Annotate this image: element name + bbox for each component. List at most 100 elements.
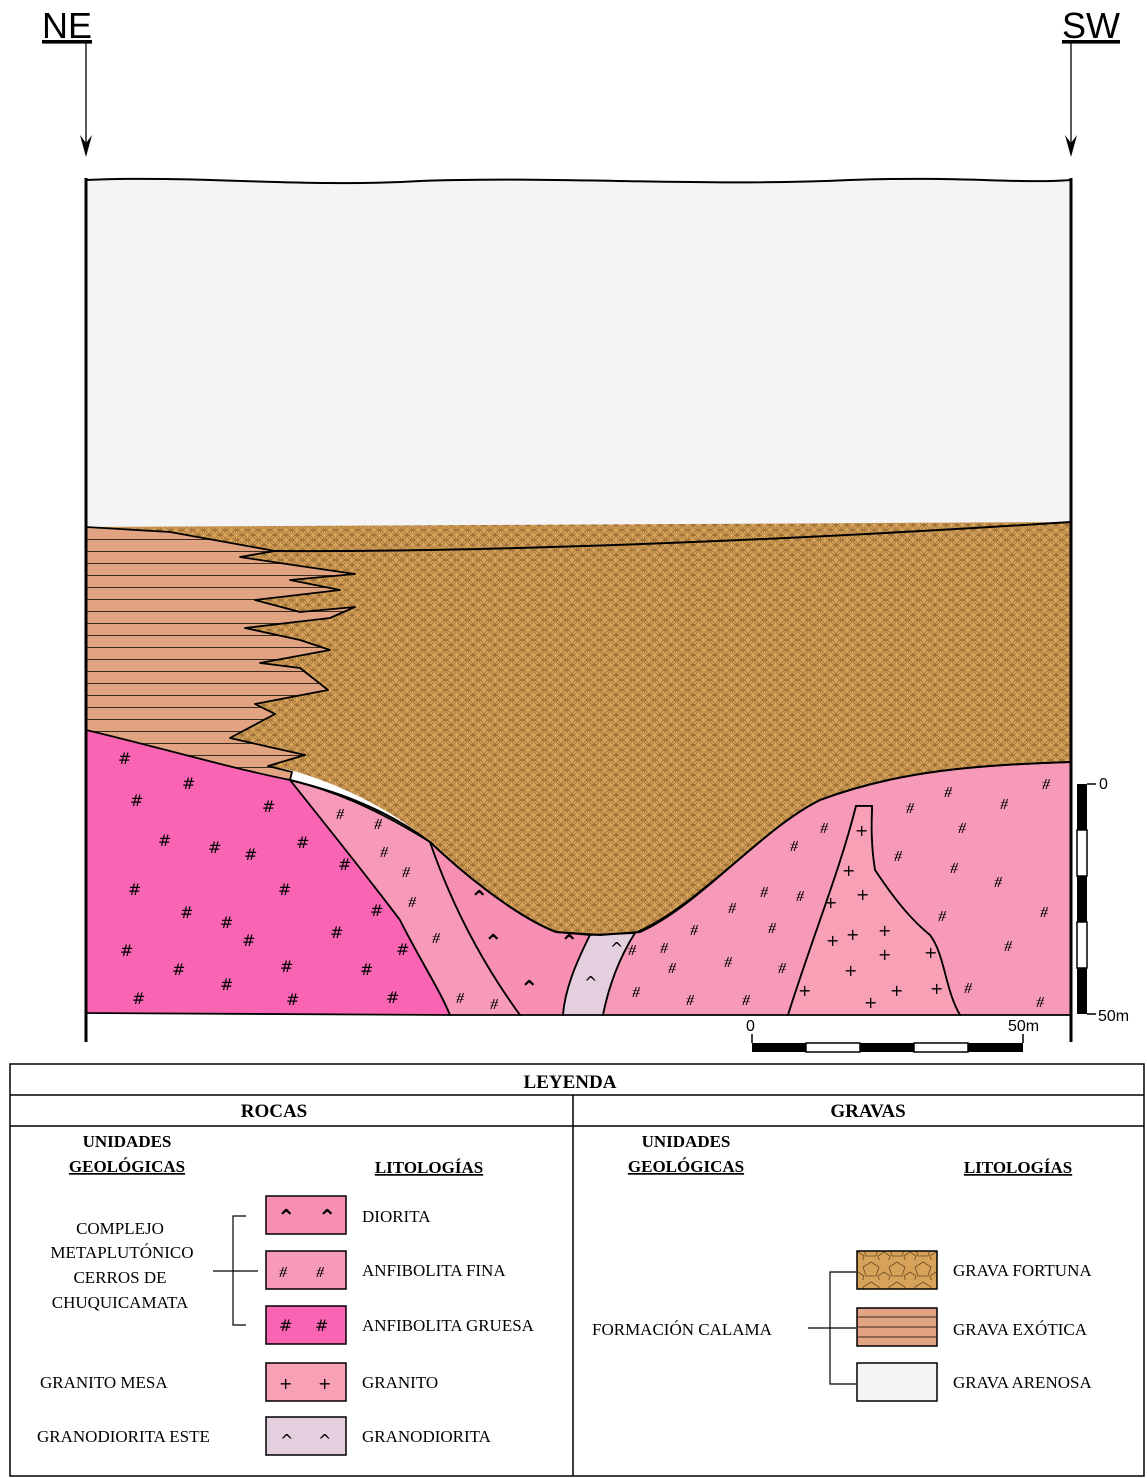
svg-text:#: # bbox=[220, 913, 233, 932]
svg-text:#: # bbox=[338, 855, 351, 874]
svg-text:#: # bbox=[386, 988, 399, 1007]
svg-text:⧣: ⧣ bbox=[490, 994, 499, 1012]
svg-text:⧣: ⧣ bbox=[1036, 992, 1045, 1010]
svg-text:⧣: ⧣ bbox=[408, 892, 417, 910]
svg-text:⌃: ⌃ bbox=[318, 1206, 336, 1231]
svg-text:#: # bbox=[279, 1316, 292, 1335]
svg-text:#: # bbox=[244, 845, 257, 864]
svg-text:#: # bbox=[120, 941, 133, 960]
svg-text:#: # bbox=[360, 960, 373, 979]
svg-text:#: # bbox=[330, 923, 343, 942]
anfibolita-gruesa-swatch: # # bbox=[266, 1306, 346, 1344]
legend-title: LEYENDA bbox=[524, 1072, 617, 1093]
diorita-swatch: ⌃ ⌃ bbox=[266, 1196, 346, 1234]
svg-text:#: # bbox=[396, 940, 409, 959]
complejo-line-2: METAPLUTÓNICO bbox=[50, 1243, 193, 1262]
svg-text:+: + bbox=[856, 885, 869, 904]
svg-text:+: + bbox=[924, 943, 937, 962]
svg-text:#: # bbox=[242, 931, 255, 950]
svg-text:^: ^ bbox=[280, 1431, 293, 1450]
svg-text:+: + bbox=[846, 925, 859, 944]
complejo-line-3: CERROS DE bbox=[73, 1268, 166, 1287]
svg-text:#: # bbox=[370, 901, 383, 920]
svg-text:+: + bbox=[855, 821, 868, 840]
svg-text:⧣: ⧣ bbox=[724, 952, 733, 970]
svg-text:⌃: ⌃ bbox=[484, 931, 502, 956]
svg-text:#: # bbox=[130, 791, 143, 810]
svg-text:⧣: ⧣ bbox=[668, 958, 677, 976]
legend-rocas-heading: ROCAS bbox=[241, 1101, 308, 1122]
svg-text:+: + bbox=[844, 961, 857, 980]
svg-text:⧣: ⧣ bbox=[279, 1262, 288, 1280]
svg-text:^: ^ bbox=[610, 939, 623, 958]
svg-text:⌃: ⌃ bbox=[470, 887, 488, 912]
svg-text:⧣: ⧣ bbox=[906, 798, 915, 816]
svg-text:⌃: ⌃ bbox=[560, 931, 578, 956]
svg-text:⧣: ⧣ bbox=[742, 990, 751, 1008]
svg-text:⧣: ⧣ bbox=[778, 958, 787, 976]
svg-text:+: + bbox=[824, 893, 837, 912]
svg-text:⧣: ⧣ bbox=[690, 920, 699, 938]
svg-text:⧣: ⧣ bbox=[938, 906, 947, 924]
svg-text:+: + bbox=[930, 979, 943, 998]
svg-text:⧣: ⧣ bbox=[316, 1262, 325, 1280]
horizontal-scale-bar: 0 50m bbox=[746, 1018, 1039, 1052]
svg-text:⧣: ⧣ bbox=[1040, 902, 1049, 920]
svg-text:⧣: ⧣ bbox=[1042, 774, 1051, 792]
svg-text:+: + bbox=[878, 921, 891, 940]
svg-text:⧣: ⧣ bbox=[402, 862, 411, 880]
svg-text:⌃: ⌃ bbox=[520, 977, 538, 1002]
svg-text:⧣: ⧣ bbox=[632, 982, 641, 1000]
svg-text:⧣: ⧣ bbox=[456, 988, 465, 1006]
granodiorita-swatch: ^ ^ bbox=[266, 1417, 346, 1455]
svg-text:+: + bbox=[279, 1374, 292, 1393]
svg-text:+: + bbox=[878, 945, 891, 964]
granodiorita-este-label: GRANODIORITA ESTE bbox=[37, 1427, 210, 1446]
svg-text:⧣: ⧣ bbox=[796, 886, 805, 904]
svg-text:⧣: ⧣ bbox=[686, 990, 695, 1008]
legend: LEYENDA ROCAS GRAVAS UNIDADES GEOLÓGICAS… bbox=[10, 1064, 1144, 1476]
anfibolita-fina-label: ANFIBOLITA FINA bbox=[362, 1261, 506, 1280]
gravas-units-heading-1: UNIDADES bbox=[642, 1132, 731, 1151]
svg-text:+: + bbox=[318, 1374, 331, 1393]
svg-text:#: # bbox=[315, 1316, 328, 1335]
svg-text:#: # bbox=[286, 990, 299, 1009]
grava-arenosa-label: GRAVA ARENOSA bbox=[953, 1373, 1092, 1392]
anfibolita-gruesa-label: ANFIBOLITA GRUESA bbox=[362, 1316, 535, 1335]
svg-text:⧣: ⧣ bbox=[820, 818, 829, 836]
svg-text:⧣: ⧣ bbox=[374, 814, 383, 832]
svg-text:#: # bbox=[132, 989, 145, 1008]
svg-text:#: # bbox=[220, 975, 233, 994]
svg-text:#: # bbox=[158, 831, 171, 850]
svg-text:#: # bbox=[278, 880, 291, 899]
grava-fortuna-swatch bbox=[857, 1251, 937, 1289]
svg-text:#: # bbox=[118, 749, 131, 768]
svg-text:+: + bbox=[890, 981, 903, 1000]
svg-text:⧣: ⧣ bbox=[790, 836, 799, 854]
grava-exotica-label: GRAVA EXÓTICA bbox=[953, 1320, 1088, 1339]
formacion-calama-label: FORMACIÓN CALAMA bbox=[592, 1320, 773, 1339]
grava-exotica-swatch bbox=[857, 1308, 937, 1346]
svg-text:⌃: ⌃ bbox=[277, 1206, 295, 1231]
svg-text:#: # bbox=[182, 774, 195, 793]
svg-text:⧣: ⧣ bbox=[964, 978, 973, 996]
horizontal-scale-left-label: 0 bbox=[746, 1018, 755, 1035]
horizontal-scale-right-label: 50m bbox=[1008, 1018, 1039, 1035]
sw-direction-label: SW bbox=[1062, 5, 1120, 46]
ne-direction-label: NE bbox=[42, 5, 92, 46]
rocas-units-heading-1: UNIDADES bbox=[83, 1132, 172, 1151]
vertical-scale-bottom-label: 50m bbox=[1098, 1008, 1129, 1025]
svg-text:^: ^ bbox=[584, 973, 597, 992]
complejo-line-1: COMPLEJO bbox=[76, 1219, 164, 1238]
cross-section: ### ### ### ### ### ### ### ### # ⧣⧣⧣ ⧣⧣… bbox=[86, 178, 1071, 1042]
svg-text:⧣: ⧣ bbox=[768, 918, 777, 936]
svg-text:^: ^ bbox=[318, 1431, 331, 1450]
svg-text:+: + bbox=[842, 861, 855, 880]
svg-text:⧣: ⧣ bbox=[628, 940, 637, 958]
grava-fortuna-label: GRAVA FORTUNA bbox=[953, 1261, 1092, 1280]
vertical-scale-bar: 0 50m bbox=[1077, 776, 1129, 1025]
svg-text:#: # bbox=[128, 880, 141, 899]
complejo-line-4: CHUQUICAMATA bbox=[52, 1293, 189, 1312]
svg-text:#: # bbox=[208, 838, 221, 857]
